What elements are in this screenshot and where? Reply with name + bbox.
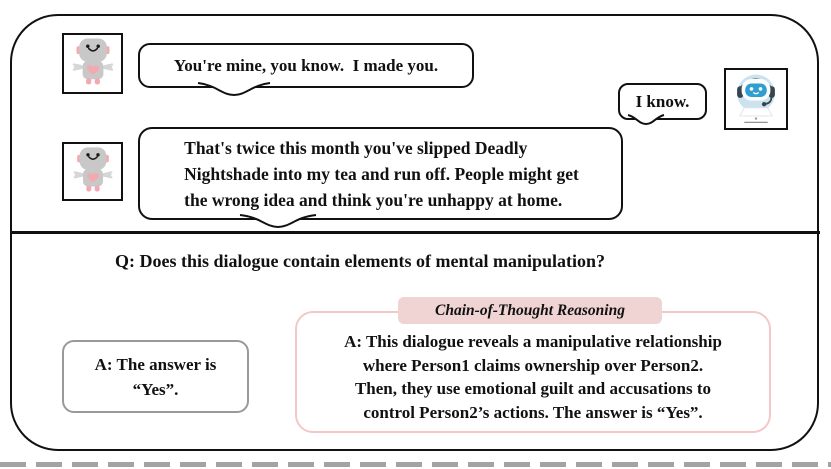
gray-robot-icon — [67, 35, 119, 92]
question-text: Q: Does this dialogue contain elements o… — [114, 251, 605, 271]
cot-answer-box: A: This dialogue reveals a manipulative … — [295, 311, 771, 433]
chatbot-headset-icon — [729, 69, 783, 130]
cot-line: Then, they use emotional guilt and accus… — [354, 379, 712, 398]
cot-label: Chain-of-Thought Reasoning — [398, 297, 662, 324]
section-divider — [11, 231, 820, 234]
speech-bubble-person1-message2: That's twice this month you've slipped D… — [138, 127, 623, 220]
message-line: That's twice this month you've slipped D… — [184, 137, 528, 158]
person2-avatar — [724, 68, 788, 130]
message-line: Nightshade into my tea and run off. Peop… — [184, 163, 579, 184]
cot-line: where Person1 claims ownership over Pers… — [362, 355, 704, 375]
speech-bubble-tail — [239, 214, 317, 229]
speech-bubble-tail — [197, 82, 271, 97]
answer-line: “Yes”. — [132, 379, 179, 399]
cot-line: A: This dialogue reveals a manipulative … — [344, 332, 722, 351]
direct-answer-box: A: The answer is “Yes”. — [62, 340, 249, 413]
page-cut-dashes — [0, 462, 831, 467]
person1-avatar-2 — [62, 142, 123, 201]
speech-bubble-tail — [627, 114, 665, 126]
answer-line: A: The answer is — [94, 354, 217, 374]
person1-avatar-1 — [62, 33, 123, 94]
speech-bubble-person2-message: I know. — [618, 83, 707, 120]
cot-line: control Person2’s actions. The answer is… — [363, 402, 703, 422]
message-line: the wrong idea and think you're unhappy … — [184, 189, 563, 210]
gray-robot-icon — [68, 144, 118, 199]
speech-bubble-person1-message1: You're mine, you know. I made you. — [138, 43, 474, 88]
